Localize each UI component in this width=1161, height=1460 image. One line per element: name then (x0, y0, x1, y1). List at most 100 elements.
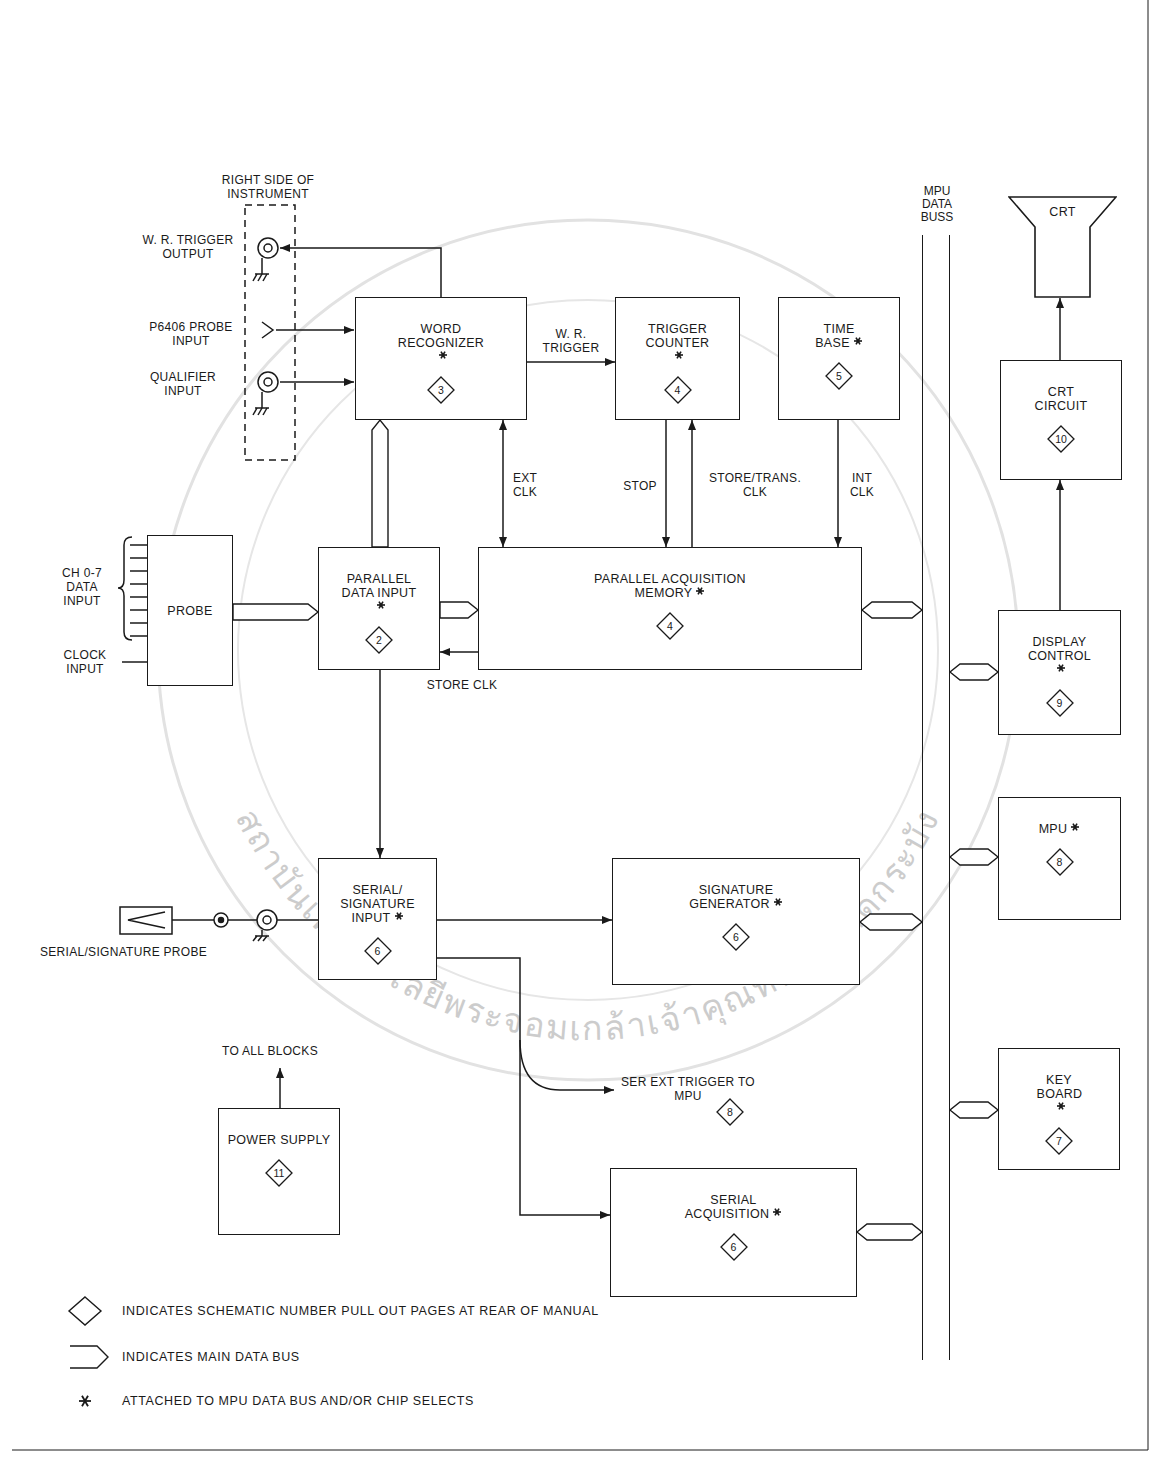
probe-label: SERIAL/SIGNATURE PROBE (40, 945, 255, 959)
watermark-text: สถาบันเทคโนโลยีพระจอมเกล้าเจ้าคุณทหารลาด… (228, 802, 948, 1048)
signal-label: INT CLK (845, 471, 879, 499)
trigger-counter-box: TRIGGER COUNTER4 (615, 297, 740, 420)
block-title: SERIAL/ SIGNATURE INPUT (340, 883, 415, 925)
block-title: DISPLAY CONTROL (1028, 635, 1091, 663)
legend-text: INDICATES SCHEMATIC NUMBER PULL OUT PAGE… (122, 1303, 599, 1319)
signal-label: W. R. TRIGGER (536, 327, 606, 355)
ser-ext-trigger-wire (520, 1040, 614, 1090)
input-label: CLOCK INPUT (50, 648, 120, 676)
clock-input-line (122, 661, 147, 663)
data-bus-arrow (860, 914, 922, 930)
signal-label: SER EXT TRIGGER TO MPU (608, 1075, 768, 1103)
schematic-callout: 8 (1046, 848, 1074, 876)
block-title: TIME BASE (815, 322, 854, 350)
signal-line (527, 361, 615, 363)
schematic-callout: 6 (364, 937, 392, 965)
data-bus-arrow (862, 602, 922, 618)
signal-line (665, 420, 667, 547)
signal-label: STORE/TRANS. CLK (700, 471, 810, 499)
probe-input-symbol (262, 322, 273, 338)
callout-number: 4 (656, 612, 684, 640)
crt-circuit-box: CRT CIRCUIT 10 (1000, 360, 1122, 480)
block-title: PARALLEL DATA INPUT (342, 572, 417, 600)
bnc-connector (253, 372, 278, 415)
power-supply-box: POWER SUPPLY 11 (218, 1108, 340, 1235)
chip-select-star (394, 911, 404, 921)
data-bus-arrow (233, 604, 318, 620)
crt-tube: CRT (1008, 195, 1117, 298)
chip-select-star (1056, 663, 1066, 673)
serial-acquisition-box: SERIAL ACQUISITION6 (610, 1168, 857, 1297)
watermark: สถาบันเทคโนโลยีพระจอมเกล้าเจ้าคุณทหารลาด… (158, 220, 1018, 1080)
side-label: RIGHT SIDE OF INSTRUMENT (208, 173, 328, 201)
serial-probe (120, 907, 257, 934)
callout-number: 8 (1046, 848, 1074, 876)
callout-number: 10 (1047, 425, 1075, 453)
chip-select-star (1070, 822, 1080, 832)
callout-number: 8 (716, 1098, 744, 1126)
signal-label: STORE CLK (418, 678, 506, 692)
probe-input-wire (276, 329, 354, 331)
callout-number: 11 (265, 1159, 293, 1187)
block-title: POWER SUPPLY (228, 1133, 331, 1147)
schematic-callout: 10 (1047, 425, 1075, 453)
legend-text: ATTACHED TO MPU DATA BUS AND/OR CHIP SEL… (122, 1393, 474, 1409)
time-base-box: TIME BASE 5 (778, 297, 900, 420)
data-input-lines (130, 545, 147, 636)
data-bus-arrow (950, 664, 998, 680)
callout-number: 9 (1046, 689, 1074, 717)
chip-select-star (1056, 1101, 1066, 1111)
data-bus-arrow (440, 602, 478, 618)
display-control-box: DISPLAY CONTROL 9 (998, 610, 1121, 735)
legend-bus (70, 1346, 108, 1368)
chip-select-star (773, 897, 783, 907)
schematic-callout: 9 (1046, 689, 1074, 717)
input-brace (118, 537, 132, 640)
schematic-callout: 2 (365, 626, 393, 654)
page-frame (1148, 0, 1149, 1450)
signal-line (691, 420, 693, 547)
chip-select-star (853, 336, 863, 346)
legend-samples (69, 1297, 108, 1406)
chip-select-star (674, 350, 684, 360)
callout-number: 8 (716, 1098, 744, 1126)
block-title: WORD RECOGNIZER (398, 322, 484, 350)
callout-number: 6 (364, 937, 392, 965)
data-bus-arrow (372, 420, 388, 547)
callout-number: 2 (365, 626, 393, 654)
connector-label: W. R. TRIGGER OUTPUT (138, 233, 238, 261)
serial-input-wire (277, 919, 318, 921)
block-title: MPU (1039, 822, 1068, 836)
schematic-callout: 7 (1045, 1127, 1073, 1155)
callout-number: 5 (825, 362, 853, 390)
legend-text: INDICATES MAIN DATA BUS (122, 1349, 300, 1365)
chip-select-star (438, 350, 448, 360)
signal-label: EXT CLK (509, 471, 541, 499)
schematic-callout: 5 (825, 362, 853, 390)
schematic-callout: 4 (664, 376, 692, 404)
chip-select-star (772, 1207, 782, 1217)
chip-select-star (695, 586, 705, 596)
block-title: SIGNATURE GENERATOR (689, 883, 773, 911)
mpu-box: MPU 8 (998, 797, 1121, 920)
signal-line (502, 420, 504, 547)
callout-number: 3 (427, 376, 455, 404)
power-label: TO ALL BLOCKS (222, 1044, 352, 1058)
data-bus-arrow (950, 849, 998, 865)
signal-line (437, 958, 610, 1215)
schematic-callout: 11 (265, 1159, 293, 1187)
input-label: CH 0-7 DATA INPUT (52, 566, 112, 608)
schematic-callout: 6 (722, 923, 750, 951)
data-bus-arrow (857, 1224, 922, 1240)
callout-number: 7 (1045, 1127, 1073, 1155)
trigger-output-wire (280, 248, 441, 297)
connector-label: QUALIFIER INPUT (140, 370, 226, 398)
page-frame (12, 1450, 1148, 1451)
signal-line (437, 919, 612, 921)
block-title: CRT CIRCUIT (1035, 385, 1088, 413)
schematic-callout: 6 (720, 1233, 748, 1261)
word-recognizer-box: WORD RECOGNIZER 3 (355, 297, 527, 420)
block-title: KEY BOARD (1037, 1073, 1083, 1101)
signal-line (1059, 298, 1061, 360)
